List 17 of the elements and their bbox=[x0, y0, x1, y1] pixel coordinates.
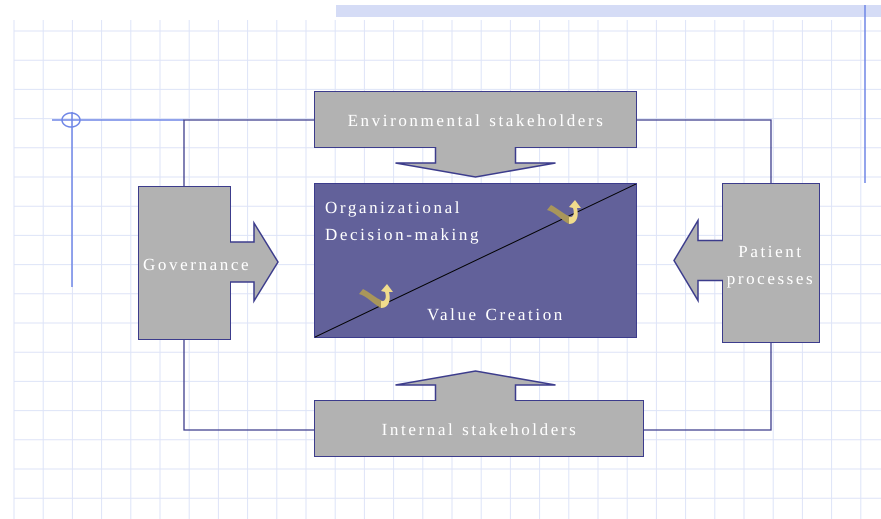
process-box bbox=[314, 400, 644, 457]
box-label: Patient processes bbox=[726, 241, 816, 290]
process-box bbox=[722, 183, 820, 343]
block-arrow bbox=[229, 220, 279, 304]
box-label: Organizational Decision-making bbox=[325, 197, 482, 246]
block-arrow bbox=[394, 370, 556, 402]
process-box bbox=[314, 91, 637, 148]
block-arrow bbox=[673, 218, 724, 304]
box-label: Environmental stakeholders bbox=[346, 110, 606, 132]
block-arrow bbox=[394, 146, 556, 178]
connector-line bbox=[183, 340, 314, 431]
connector-line bbox=[637, 119, 772, 183]
box-label: Value Creation bbox=[427, 304, 566, 326]
box-label: Governance bbox=[143, 254, 252, 276]
connector-line bbox=[183, 119, 314, 186]
connector-line bbox=[644, 343, 772, 431]
box-label: Internal stakeholders bbox=[380, 419, 580, 441]
